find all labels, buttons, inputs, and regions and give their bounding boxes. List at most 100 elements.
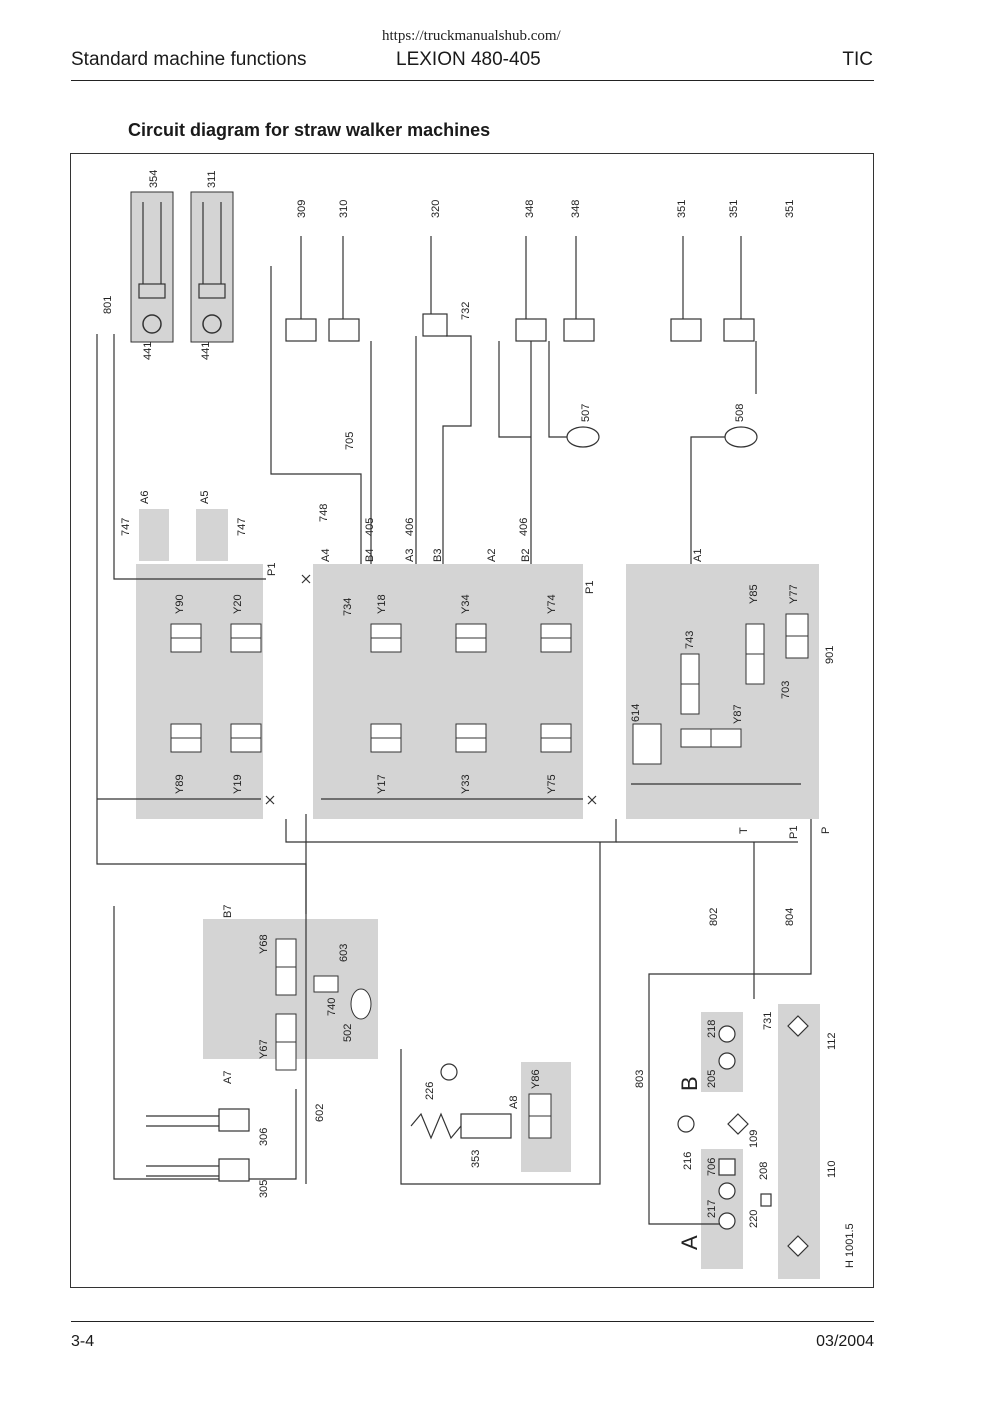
label-218: 218 — [706, 1020, 718, 1038]
label-y90: Y90 — [174, 594, 186, 614]
diagram-labels: 354 311 309 310 320 348 348 351 351 351 … — [102, 170, 856, 1268]
source-url[interactable]: https://truckmanualshub.com/ — [382, 28, 561, 44]
label-a6: A6 — [139, 491, 151, 504]
label-y19: Y19 — [232, 774, 244, 794]
label-310: 310 — [338, 200, 350, 218]
upper-cylinders — [285, 236, 758, 448]
label-614: 614 — [630, 704, 642, 722]
label-y34: Y34 — [460, 594, 472, 614]
label-y33: Y33 — [460, 774, 472, 794]
label-y74: Y74 — [546, 594, 558, 614]
label-405: 405 — [364, 518, 376, 536]
small-block-747-a — [139, 509, 169, 561]
label-b4: B4 — [364, 549, 376, 562]
label-348-b: 348 — [570, 200, 582, 218]
motor-441-a — [142, 314, 162, 334]
valve-symbols — [170, 613, 809, 1139]
label-320: 320 — [430, 200, 442, 218]
label-y86: Y86 — [530, 1069, 542, 1089]
label-732: 732 — [460, 302, 472, 320]
label-441-a: 441 — [142, 342, 154, 360]
section-marker-a: A — [677, 1235, 702, 1250]
label-a4: A4 — [320, 549, 332, 562]
label-110: 110 — [826, 1160, 838, 1178]
label-b2: B2 — [520, 549, 532, 562]
lower-components — [146, 1015, 809, 1257]
model-title: LEXION 480-405 — [396, 49, 541, 70]
label-y85: Y85 — [748, 584, 760, 604]
label-507: 507 — [580, 404, 592, 422]
label-y68: Y68 — [258, 934, 270, 954]
label-305: 305 — [258, 1180, 270, 1198]
label-306: 306 — [258, 1128, 270, 1146]
label-y20: Y20 — [232, 594, 244, 614]
hydraulic-lines — [96, 266, 812, 1225]
label-351-a: 351 — [676, 200, 688, 218]
section-marker-b: B — [677, 1076, 702, 1091]
section-title: Standard machine functions — [71, 49, 307, 70]
label-p: P — [820, 827, 832, 834]
label-703: 703 — [780, 681, 792, 699]
valve-block-left — [136, 564, 263, 819]
label-p1-a: P1 — [266, 563, 278, 576]
label-901: 901 — [824, 646, 836, 664]
label-y77: Y77 — [788, 584, 800, 604]
page-number: 3-4 — [71, 1333, 95, 1350]
label-y18: Y18 — [376, 594, 388, 614]
label-109: 109 — [748, 1130, 760, 1148]
label-351-c: 351 — [784, 200, 796, 218]
pump-block-b — [701, 1012, 743, 1092]
label-747-a: 747 — [120, 518, 132, 536]
label-p1-c: P1 — [788, 826, 800, 839]
label-a8: A8 — [508, 1096, 520, 1109]
label-603: 603 — [338, 944, 350, 962]
label-y89: Y89 — [174, 774, 186, 794]
label-a3: A3 — [404, 549, 416, 562]
label-y75: Y75 — [546, 774, 558, 794]
label-706: 706 — [706, 1158, 718, 1176]
label-804: 804 — [784, 908, 796, 926]
valve-block-right — [626, 564, 819, 819]
label-226: 226 — [424, 1082, 436, 1100]
label-348-a: 348 — [524, 200, 536, 218]
label-406-b: 406 — [518, 518, 530, 536]
label-734: 734 — [342, 598, 354, 616]
label-743: 743 — [684, 631, 696, 649]
label-441-b: 441 — [200, 342, 212, 360]
page-title: Circuit diagram for straw walker machine… — [128, 120, 491, 140]
label-747-b: 747 — [236, 518, 248, 536]
motor-441-b — [202, 314, 222, 334]
label-705: 705 — [344, 432, 356, 450]
label-351-b: 351 — [728, 200, 740, 218]
label-309: 309 — [296, 200, 308, 218]
small-block-747-b — [196, 509, 228, 561]
label-208: 208 — [758, 1162, 770, 1180]
label-216: 216 — [682, 1152, 694, 1170]
label-508: 508 — [734, 404, 746, 422]
label-353: 353 — [470, 1150, 482, 1168]
label-502: 502 — [342, 1024, 354, 1042]
document-code: TIC — [842, 49, 873, 70]
header-divider — [71, 80, 874, 81]
label-p1-b: P1 — [584, 581, 596, 594]
label-a2: A2 — [486, 549, 498, 562]
document-date: 03/2004 — [816, 1333, 874, 1350]
valve-block-center — [313, 564, 583, 819]
circuit-diagram: 354 311 309 310 320 348 348 351 351 351 … — [70, 153, 874, 1288]
label-748: 748 — [318, 504, 330, 522]
label-740: 740 — [326, 998, 338, 1016]
label-a5: A5 — [199, 491, 211, 504]
label-y67: Y67 — [258, 1039, 270, 1059]
circuit-diagram-svg: 354 311 309 310 320 348 348 351 351 351 … — [96, 170, 856, 1279]
label-205: 205 — [706, 1070, 718, 1088]
label-y87: Y87 — [732, 704, 744, 724]
label-b3: B3 — [432, 549, 444, 562]
label-a1: A1 — [692, 549, 704, 562]
label-801: 801 — [102, 296, 114, 314]
label-803: 803 — [634, 1070, 646, 1088]
drawing-id: H 1001.5 — [844, 1223, 856, 1268]
cylinder-354 — [130, 191, 174, 343]
label-602: 602 — [314, 1104, 326, 1122]
label-112: 112 — [826, 1032, 838, 1050]
label-b7: B7 — [222, 905, 234, 918]
